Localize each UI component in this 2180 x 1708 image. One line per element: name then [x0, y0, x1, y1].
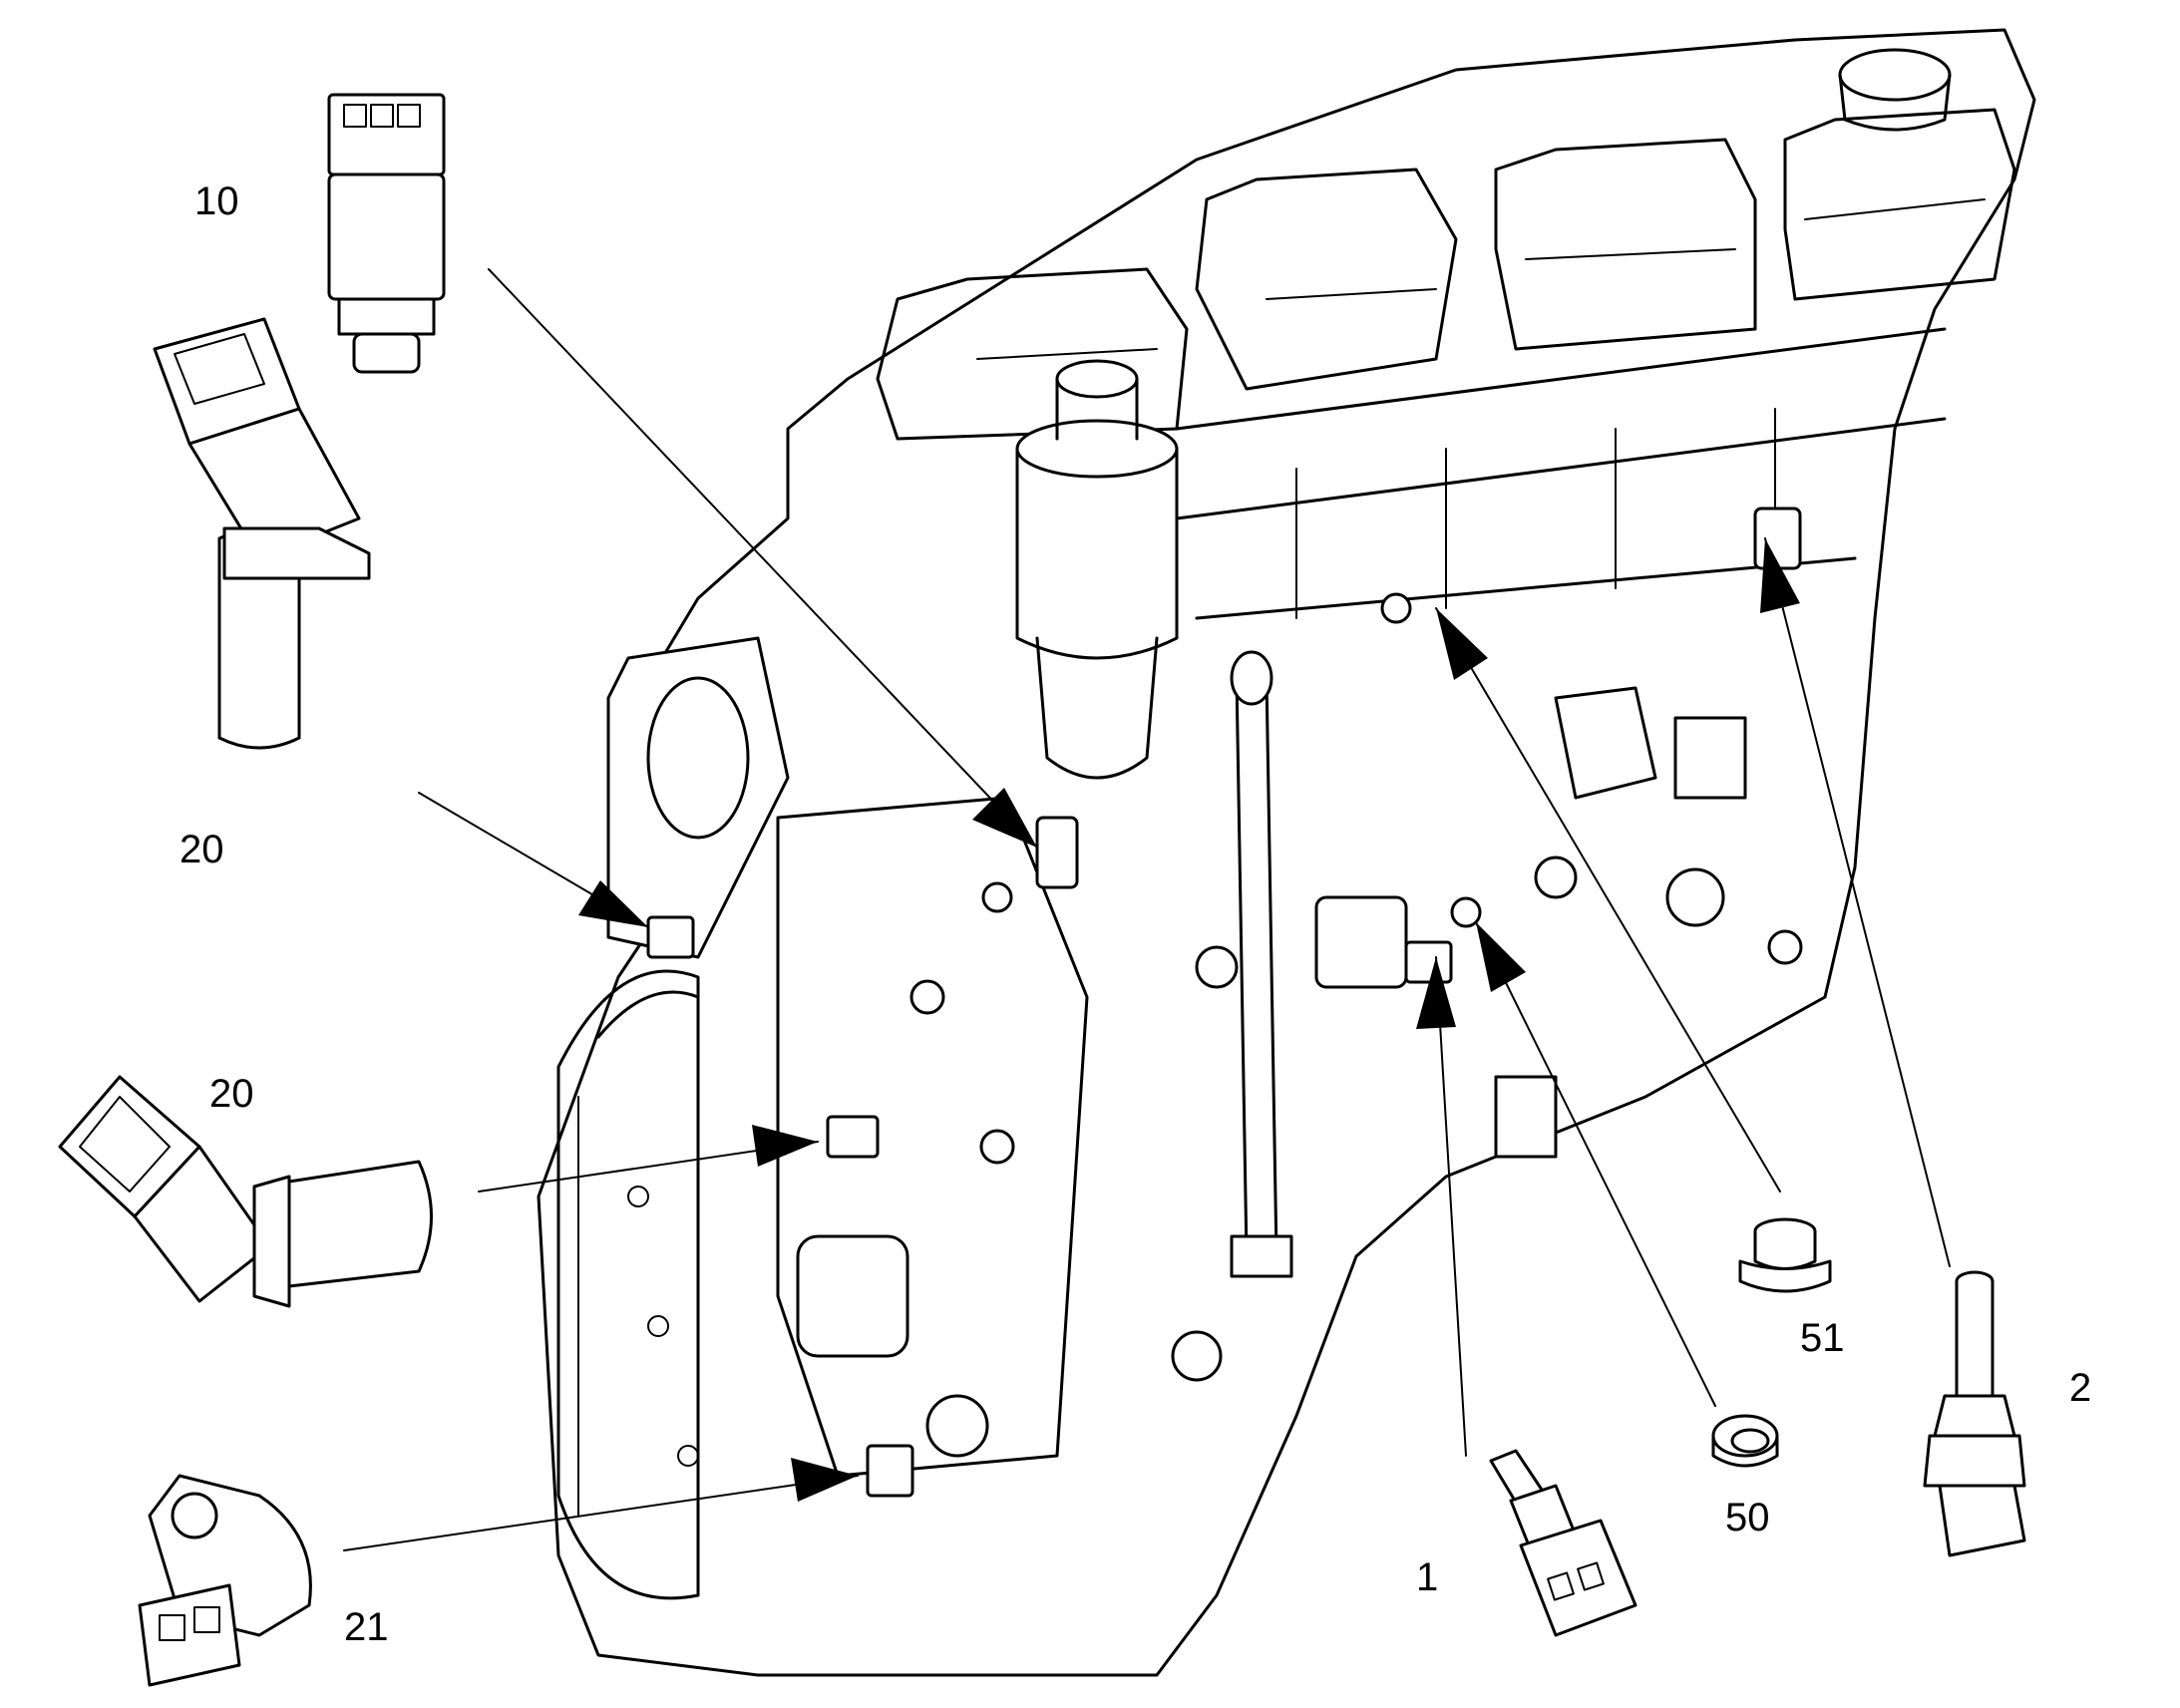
part-2-temp-sender — [1923, 1270, 2026, 1557]
installed-sensor-10 — [1035, 816, 1079, 889]
callout-2: 2 — [2069, 1366, 2091, 1410]
callout-20-lower: 20 — [209, 1072, 254, 1116]
installed-sensor-20-lower — [826, 1115, 880, 1159]
valve-cover-row — [876, 108, 2016, 441]
leader-lines — [343, 268, 1951, 1551]
fuel-filter — [1015, 359, 1179, 780]
part-50-plug — [1711, 1414, 1779, 1468]
installed-sensor-21 — [866, 1444, 914, 1498]
callout-50: 50 — [1725, 1496, 1770, 1539]
engine-illustration — [537, 28, 2036, 1677]
part-20-speed-sensor-lower — [58, 1075, 433, 1308]
flywheel — [556, 969, 700, 1600]
front-cover — [776, 796, 1089, 1478]
part-51-plug — [1738, 1217, 1832, 1293]
callout-10: 10 — [194, 179, 239, 223]
installed-plug-51 — [1380, 592, 1412, 624]
installed-sensor-2 — [1753, 507, 1802, 570]
installed-sensor-1 — [1404, 940, 1453, 984]
part-10-pressure-sensor — [327, 93, 446, 374]
installed-plug-50 — [1450, 896, 1482, 928]
installed-sensor-20-upper — [646, 915, 695, 959]
callout-20-upper: 20 — [180, 828, 224, 871]
part-21-cam-sensor — [138, 1474, 312, 1687]
callout-21: 21 — [344, 1605, 389, 1649]
callout-51: 51 — [1800, 1316, 1845, 1360]
part-1-temp-sensor — [1489, 1449, 1637, 1637]
part-20-speed-sensor-upper — [153, 317, 371, 750]
oil-filler-cap — [1838, 48, 1952, 102]
callout-1: 1 — [1416, 1555, 1438, 1599]
